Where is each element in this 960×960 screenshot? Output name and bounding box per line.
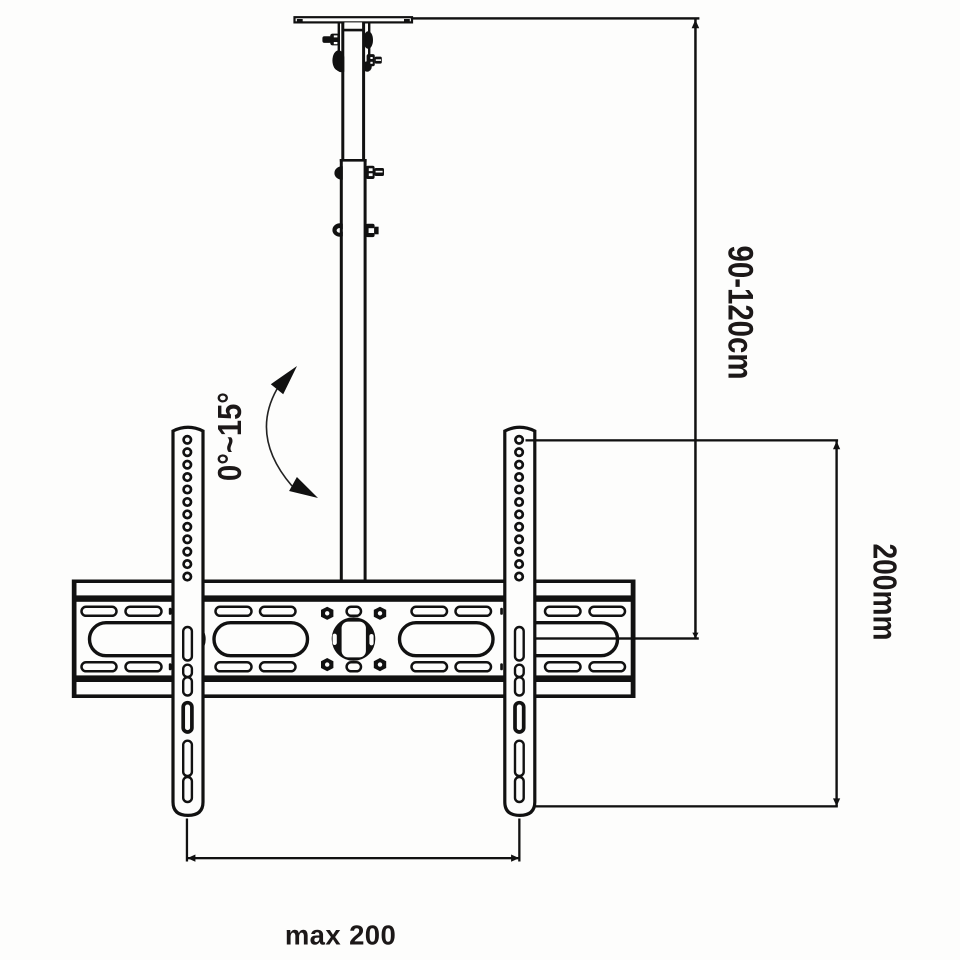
svg-text:90-120cm: 90-120cm bbox=[721, 245, 760, 379]
svg-text:0°~15°: 0°~15° bbox=[211, 392, 248, 481]
svg-text:200mm: 200mm bbox=[866, 544, 904, 641]
svg-text:max 200: max 200 bbox=[285, 920, 396, 951]
